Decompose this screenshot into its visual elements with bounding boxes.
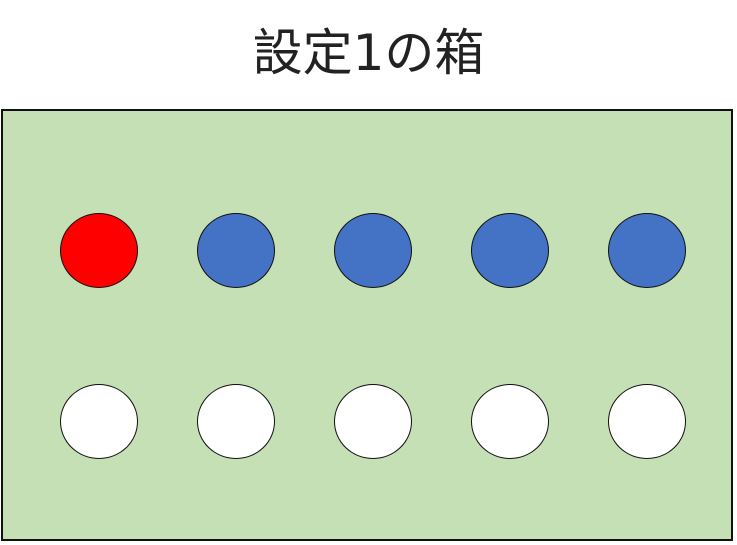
ball-white — [60, 384, 138, 459]
setting-1-box — [1, 109, 733, 541]
ball-white — [197, 384, 275, 459]
ball-red — [60, 213, 138, 288]
ball-white — [608, 384, 686, 459]
ball-white — [334, 384, 412, 459]
ball-blue — [471, 213, 549, 288]
ball-blue — [197, 213, 275, 288]
ball-blue — [334, 213, 412, 288]
ball-white — [471, 384, 549, 459]
ball-blue — [608, 213, 686, 288]
diagram-title: 設定1の箱 — [252, 24, 485, 82]
